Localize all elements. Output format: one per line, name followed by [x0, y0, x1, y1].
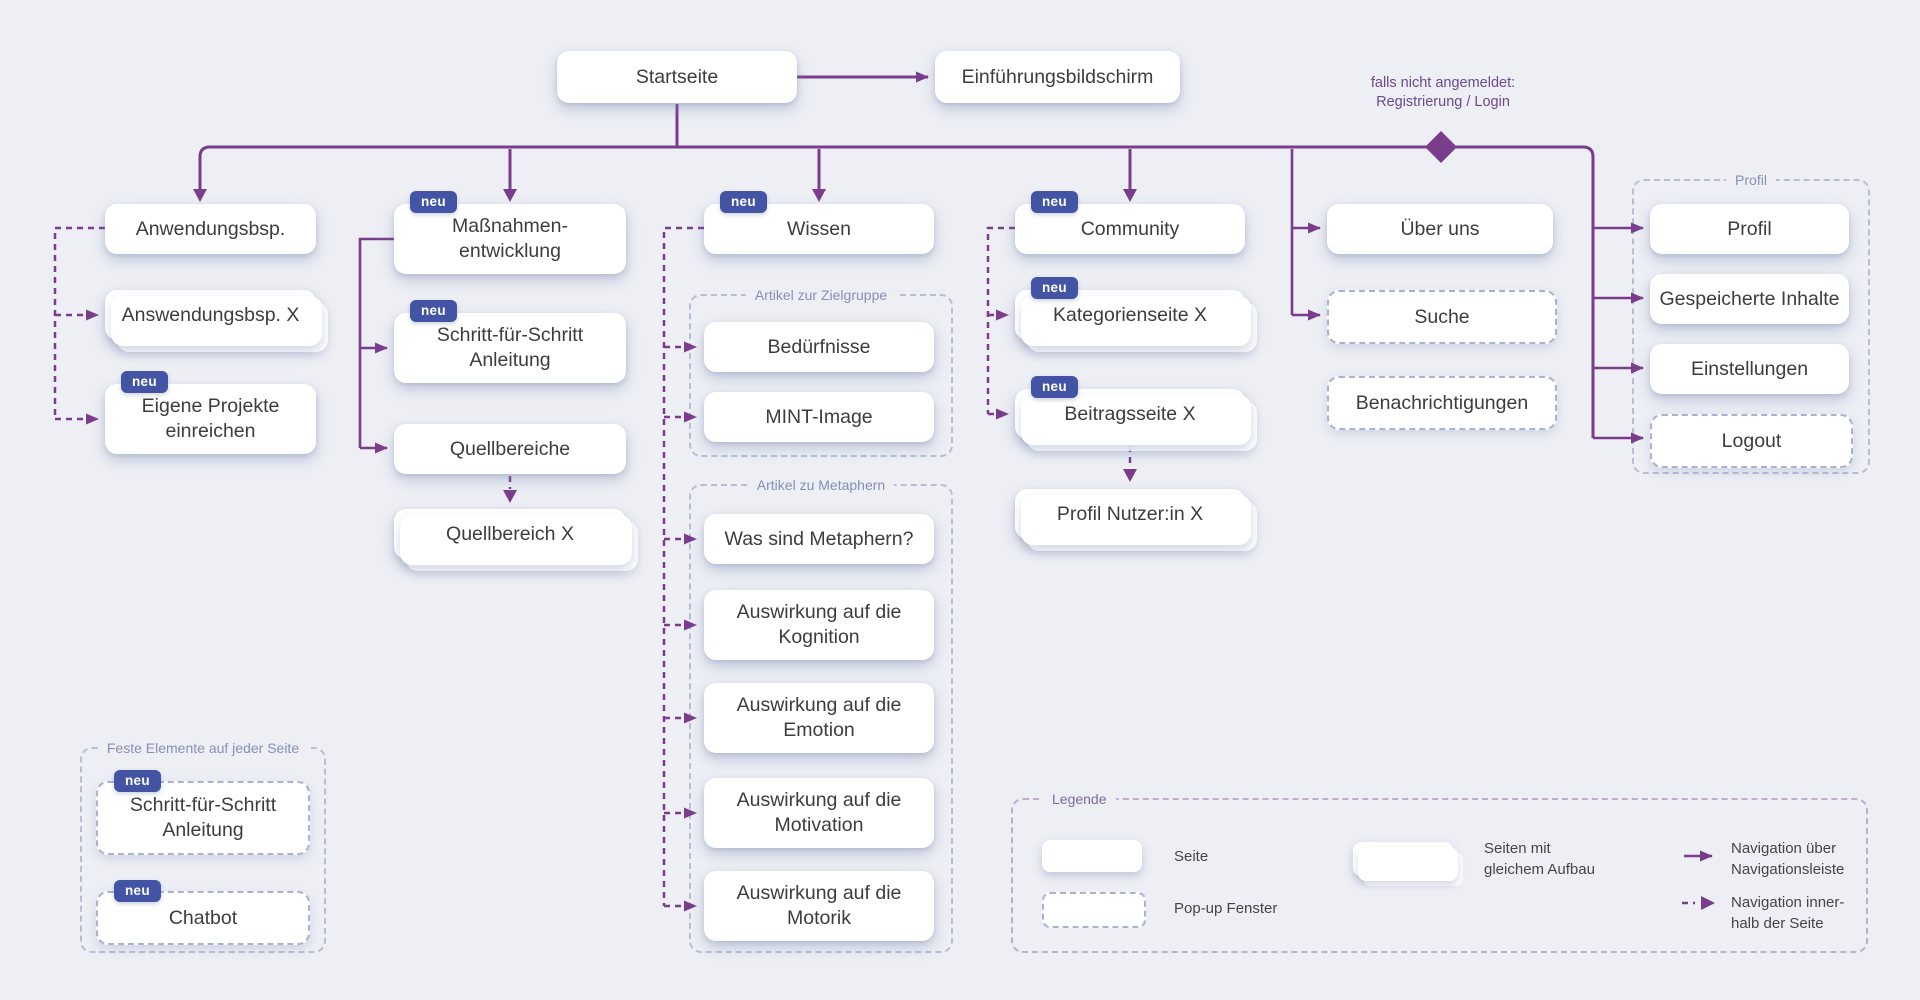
neu-badge: neu: [1031, 376, 1078, 398]
node-answendungsbsp-x: Answendungsbsp. X: [105, 290, 328, 352]
node-profil: Profil: [1650, 204, 1849, 254]
node-label: Auswirkung auf die Emotion: [736, 694, 902, 741]
group-label: Feste Elemente auf jeder Seite: [97, 739, 309, 758]
neu-badge: neu: [114, 770, 161, 792]
neu-badge: neu: [410, 300, 457, 322]
node-label: Was sind Metaphern?: [724, 527, 914, 550]
node-einfuehrungsbildschirm: Einführungsbildschirm: [935, 51, 1180, 103]
node-label: Gespeicherte Inhalte: [1659, 287, 1840, 310]
neu-badge: neu: [410, 191, 457, 213]
node-label: Bedürfnisse: [767, 335, 871, 358]
node-gespeicherte-inhalte: Gespeicherte Inhalte: [1650, 274, 1849, 324]
group-label: Artikel zu Metaphern: [747, 476, 895, 495]
legend-sample-stacked: [1353, 842, 1463, 886]
node-label: Community: [1080, 217, 1180, 240]
node-label: Profil Nutzer:in X: [1056, 502, 1204, 525]
legend-label-page: Seite: [1174, 848, 1209, 865]
group-feste-elemente: Feste Elemente auf jeder Seite: [80, 739, 326, 953]
node-einstellungen: Einstellungen: [1650, 344, 1849, 394]
node-label: Anwendungsbsp.: [135, 217, 286, 240]
neu-badge: neu: [114, 880, 161, 902]
node-label: Quellbereiche: [449, 437, 571, 460]
node-quellbereiche: Quellbereiche: [394, 424, 626, 474]
legend-label-nav-dashed: Navigation inner- halb der Seite: [1731, 894, 1845, 932]
group-label: Legende: [1043, 790, 1116, 809]
node-label: Chatbot: [168, 906, 238, 929]
node-motivation: Auswirkung auf die Motivation: [704, 778, 934, 848]
group-label: Artikel zur Zielgruppe: [745, 286, 897, 305]
neu-badge: neu: [720, 191, 767, 213]
node-benachrichtigungen: Benachrichtigungen: [1327, 376, 1557, 430]
node-label: Logout: [1721, 429, 1782, 452]
node-label: MINT-Image: [765, 405, 873, 428]
node-ueber-uns: Über uns: [1327, 204, 1553, 254]
node-mint-image: MINT-Image: [704, 392, 934, 442]
node-label: Kategorienseite X: [1053, 303, 1207, 326]
node-quellbereich-x: Quellbereich X: [394, 509, 638, 571]
neu-badge: neu: [121, 371, 168, 393]
group-legende: Legende Seite Pop-up Fenster Seiten mit …: [1011, 790, 1868, 953]
node-was-sind-metaphern: Was sind Metaphern?: [704, 514, 934, 564]
group-profil: Profil: [1632, 171, 1870, 474]
legend-label-stacked: Seiten mit gleichem Aufbau: [1484, 840, 1595, 878]
node-label: Suche: [1414, 305, 1470, 328]
node-label: Auswirkung auf die Motivation: [736, 789, 902, 836]
group-label: Profil: [1726, 171, 1776, 190]
node-startseite: Startseite: [557, 51, 797, 103]
neu-badge: neu: [1031, 191, 1078, 213]
node-label: Answendungsbsp. X: [121, 303, 300, 326]
node-label: Beitragsseite X: [1064, 402, 1196, 425]
legend-label-popup: Pop-up Fenster: [1174, 900, 1278, 917]
node-label: Maßnahmen- entwicklung: [452, 215, 568, 262]
legend-sample-page: [1042, 840, 1142, 872]
node-label: Schritt-für-Schritt Anleitung: [129, 794, 277, 841]
node-label: Profil: [1727, 217, 1772, 240]
node-suche: Suche: [1327, 290, 1557, 344]
node-label: Auswirkung auf die Motorik: [736, 882, 902, 929]
login-annotation: falls nicht angemeldet: Registrierung / …: [1370, 75, 1516, 110]
node-emotion: Auswirkung auf die Emotion: [704, 683, 934, 753]
node-label: Wissen: [787, 217, 851, 240]
node-label: Startseite: [635, 65, 719, 88]
legend-label-nav-solid: Navigation über Navigationsleiste: [1731, 840, 1845, 878]
node-label: Eigene Projekte einreichen: [141, 395, 280, 442]
node-label: Quellbereich X: [446, 522, 574, 545]
node-label: Benachrichtigungen: [1355, 391, 1529, 414]
node-anwendungsbsp: Anwendungsbsp.: [105, 204, 316, 254]
neu-badge: neu: [1031, 277, 1078, 299]
node-label: Über uns: [1400, 217, 1480, 240]
node-label: Einführungsbildschirm: [961, 65, 1154, 88]
node-beduerfnisse: Bedürfnisse: [704, 322, 934, 372]
node-logout: Logout: [1650, 414, 1853, 468]
node-label: Einstellungen: [1690, 357, 1809, 380]
legend-sample-popup: [1042, 892, 1146, 928]
node-label: Auswirkung auf die Kognition: [736, 601, 902, 648]
node-label: Schritt-für-Schritt Anleitung: [436, 324, 584, 371]
node-kognition: Auswirkung auf die Kognition: [704, 590, 934, 660]
node-motorik: Auswirkung auf die Motorik: [704, 871, 934, 941]
node-profil-nutzer-x: Profil Nutzer:in X: [1015, 489, 1257, 551]
